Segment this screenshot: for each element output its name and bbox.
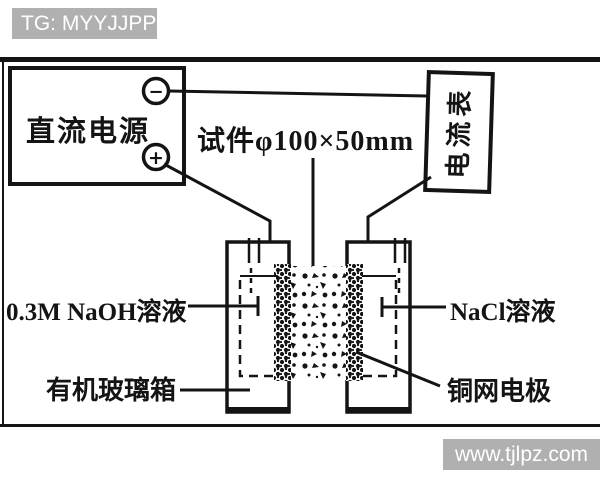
ammeter-outline: [423, 69, 495, 195]
watermark-top-text: TG: MYYJJPP: [21, 11, 157, 35]
watermark-bottom-right: www.tjlpz.com: [443, 439, 600, 470]
label-pointers: [180, 296, 446, 392]
specimen-label: 试件φ100×50mm: [197, 125, 414, 157]
naoh-solution-label: 0.3M NaOH溶液: [6, 297, 187, 326]
ammeter-label: 电流表: [444, 85, 476, 179]
naoh-pointer: [188, 296, 260, 316]
positive-symbol: +: [148, 147, 164, 169]
right-copper-mesh-electrode: [346, 264, 363, 381]
left-solution-dashed: [238, 280, 278, 378]
left-copper-mesh-electrode: [274, 264, 291, 381]
power-supply-label: 直流电源: [26, 115, 150, 148]
filling-ports: [247, 238, 407, 296]
right-solution-dashed: [362, 280, 398, 378]
positive-terminal-icon: +: [141, 142, 171, 172]
negative-symbol: −: [148, 82, 163, 103]
left-port: [247, 238, 261, 263]
port-dashes: [249, 268, 401, 296]
ammeter-box: 电流表: [423, 69, 495, 195]
nacl-solution-label: NaCl溶液: [450, 297, 556, 326]
watermark-top-left: TG: MYYJJPP: [12, 8, 157, 39]
solution-dashed-lines: [238, 280, 398, 378]
copper-electrode-pointer: [355, 350, 441, 388]
plexiglass-box-label: 有机玻璃箱: [46, 375, 176, 405]
dc-power-supply-box: 直流电源 − +: [8, 66, 186, 186]
frame-bottom-line: [0, 424, 600, 427]
right-port: [393, 238, 407, 263]
negative-terminal-icon: −: [141, 76, 171, 106]
frame-top-line: [0, 57, 600, 62]
watermark-bottom-text: www.tjlpz.com: [454, 442, 589, 466]
nacl-pointer: [380, 297, 446, 317]
wire-negative-to-ammeter: [168, 89, 428, 98]
frame-left-line: [2, 57, 4, 427]
copper-mesh-electrode-label: 铜网电极: [447, 377, 552, 406]
frame-border: [0, 57, 600, 427]
test-cell: [225, 238, 412, 414]
